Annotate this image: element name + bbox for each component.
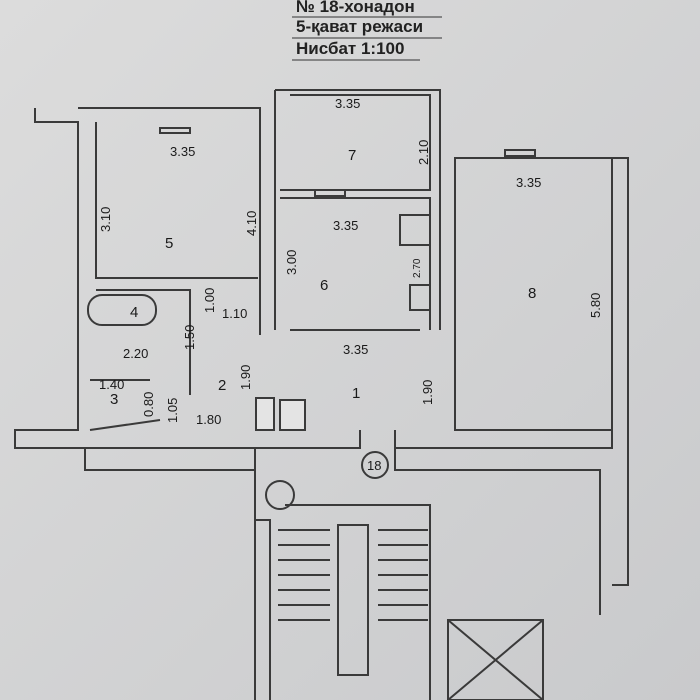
apartment-number: 18 — [367, 458, 381, 473]
window — [314, 189, 346, 197]
room-4: 4 — [130, 304, 138, 321]
dim-label: 3.10 — [98, 207, 113, 232]
dim-label: 1.80 — [196, 412, 221, 427]
dim-label: 1.90 — [238, 365, 253, 390]
dim-label: 3.35 — [335, 96, 360, 111]
scale-title: Нисбат 1:100 — [296, 39, 404, 58]
room-6: 6 — [320, 277, 328, 294]
room-8: 8 — [528, 285, 536, 302]
dim-label: 1.00 — [202, 288, 217, 313]
apartment-number-circle — [361, 451, 389, 479]
room-7: 7 — [348, 147, 356, 164]
dim-label: 3.35 — [333, 218, 358, 233]
dim-label: 1.40 — [99, 377, 124, 392]
stair-well — [337, 524, 369, 676]
sink-icon — [409, 284, 431, 311]
walls — [14, 89, 629, 700]
dim-label: 1.05 — [165, 398, 180, 423]
apartment-title: № 18-хонадон — [296, 0, 415, 16]
dim-label: 5.80 — [588, 293, 603, 318]
room-1: 1 — [352, 385, 360, 402]
dim-label: 2.20 — [123, 346, 148, 361]
elevator-shaft — [447, 619, 544, 700]
room-5: 5 — [165, 235, 173, 252]
column — [279, 399, 306, 431]
stove-icon — [399, 214, 431, 246]
dim-label: 3.00 — [284, 250, 299, 275]
dim-label: 2.70 — [412, 258, 423, 278]
dim-label: 3.35 — [170, 144, 195, 159]
title-block: № 18-хонадон 5-қават режаси Нисбат 1:100 — [292, 0, 442, 61]
dim-label: 1.10 — [222, 306, 247, 321]
column — [255, 397, 275, 431]
window — [159, 127, 191, 134]
riser-circle — [265, 480, 295, 510]
dim-label: 3.35 — [343, 342, 368, 357]
dim-label: 3.35 — [516, 175, 541, 190]
floor-title: 5-қават режаси — [296, 17, 423, 36]
dim-label: 0.80 — [141, 392, 156, 417]
dim-label: 1.90 — [420, 380, 435, 405]
dimensions: 3.35 3.10 4.10 3.35 2.10 3.35 3.00 2.70 … — [98, 96, 603, 427]
window — [504, 149, 536, 157]
bathtub-icon — [87, 294, 157, 326]
dim-label: 1.50 — [182, 325, 197, 350]
room-3: 3 — [110, 391, 118, 408]
dim-label: 2.10 — [416, 140, 431, 165]
room-numbers: 1 2 3 4 5 6 7 8 18 — [110, 147, 536, 479]
room-2: 2 — [218, 377, 226, 394]
dim-label: 4.10 — [244, 211, 259, 236]
